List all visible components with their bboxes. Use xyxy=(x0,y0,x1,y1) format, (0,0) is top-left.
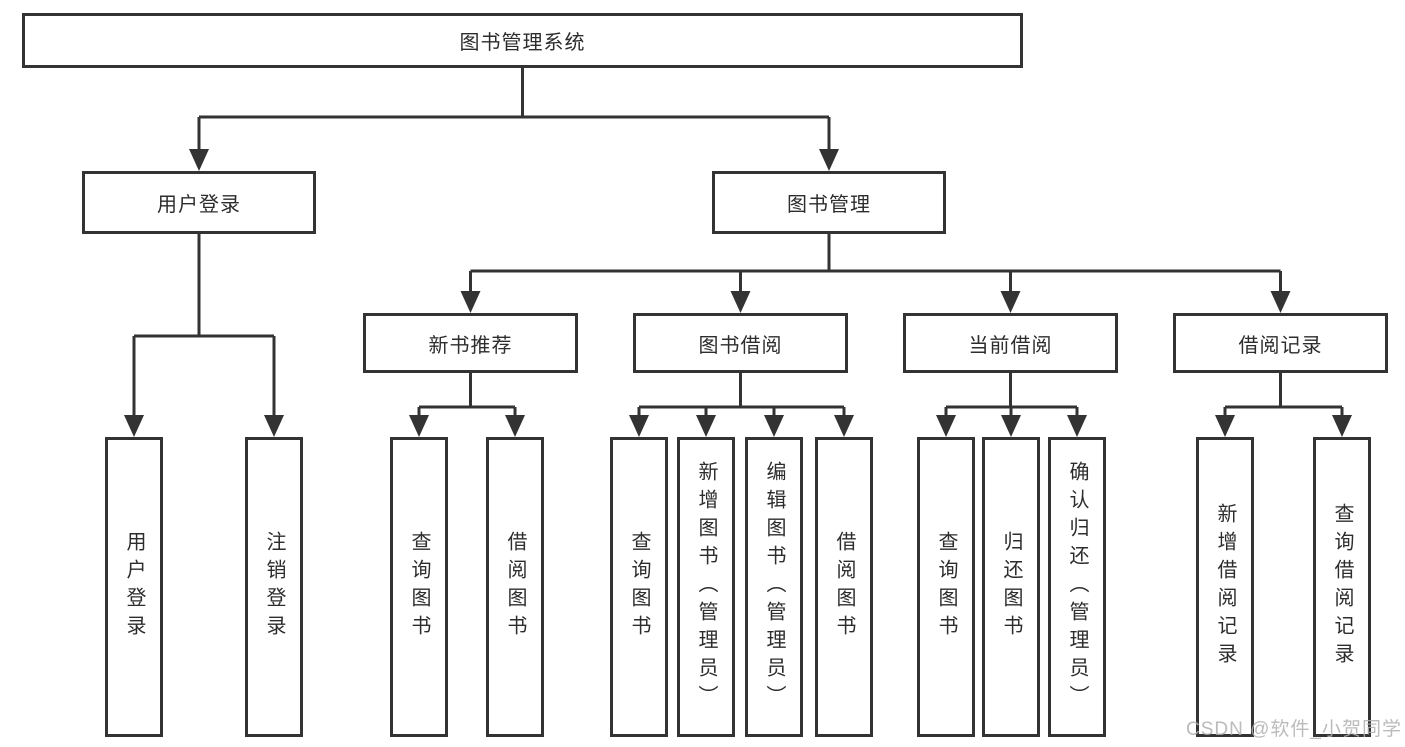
leaf-query-books-borrow-label: 查询图书 xyxy=(628,531,650,643)
node-book-management: 图书管理 xyxy=(712,171,946,234)
leaf-user-login: 用户登录 xyxy=(105,437,163,737)
node-borrow-records: 借阅记录 xyxy=(1173,313,1388,373)
node-new-book-recommend-label: 新书推荐 xyxy=(428,334,513,357)
leaf-logout: 注销登录 xyxy=(245,437,303,737)
node-new-book-recommend: 新书推荐 xyxy=(363,313,578,373)
node-user-login: 用户登录 xyxy=(82,171,316,234)
leaf-add-borrow-record: 新增借阅记录 xyxy=(1196,437,1254,737)
leaf-borrow-books-borrow-label: 借阅图书 xyxy=(833,531,855,643)
leaf-confirm-return-admin-label: 确认归还（管理员） xyxy=(1066,461,1088,713)
leaf-edit-book-admin-label: 编辑图书（管理员） xyxy=(763,461,785,713)
leaf-confirm-return-admin: 确认归还（管理员） xyxy=(1048,437,1106,737)
leaf-query-books-recommend-label: 查询图书 xyxy=(408,531,430,643)
leaf-borrow-books-recommend-label: 借阅图书 xyxy=(504,531,526,643)
leaf-add-borrow-record-label: 新增借阅记录 xyxy=(1214,503,1236,671)
leaf-query-books-current: 查询图书 xyxy=(917,437,975,737)
node-user-login-label: 用户登录 xyxy=(157,194,241,216)
leaf-edit-book-admin: 编辑图书（管理员） xyxy=(745,437,803,737)
leaf-query-borrow-record-label: 查询借阅记录 xyxy=(1331,503,1353,671)
leaf-query-books-recommend: 查询图书 xyxy=(390,437,448,737)
leaf-return-book-label: 归还图书 xyxy=(1000,531,1022,643)
node-book-management-label: 图书管理 xyxy=(787,194,871,216)
leaf-user-login-label: 用户登录 xyxy=(123,531,145,643)
watermark: CSDN @软件_小贺同学 xyxy=(1186,719,1402,740)
node-book-borrow-label: 图书借阅 xyxy=(698,334,783,357)
node-current-borrow-label: 当前借阅 xyxy=(968,334,1053,357)
leaf-borrow-books-recommend: 借阅图书 xyxy=(486,437,544,737)
node-root-label: 图书管理系统 xyxy=(459,32,586,54)
leaf-add-book-admin-label: 新增图书（管理员） xyxy=(695,461,717,713)
leaf-logout-label: 注销登录 xyxy=(263,531,285,643)
leaf-add-book-admin: 新增图书（管理员） xyxy=(677,437,735,737)
leaf-query-borrow-record: 查询借阅记录 xyxy=(1313,437,1371,737)
leaf-query-books-current-label: 查询图书 xyxy=(935,531,957,643)
node-book-borrow: 图书借阅 xyxy=(633,313,848,373)
node-borrow-records-label: 借阅记录 xyxy=(1238,334,1323,357)
node-root: 图书管理系统 xyxy=(22,13,1023,68)
node-current-borrow: 当前借阅 xyxy=(903,313,1118,373)
leaf-query-books-borrow: 查询图书 xyxy=(610,437,668,737)
leaf-borrow-books-borrow: 借阅图书 xyxy=(815,437,873,737)
leaf-return-book: 归还图书 xyxy=(982,437,1040,737)
